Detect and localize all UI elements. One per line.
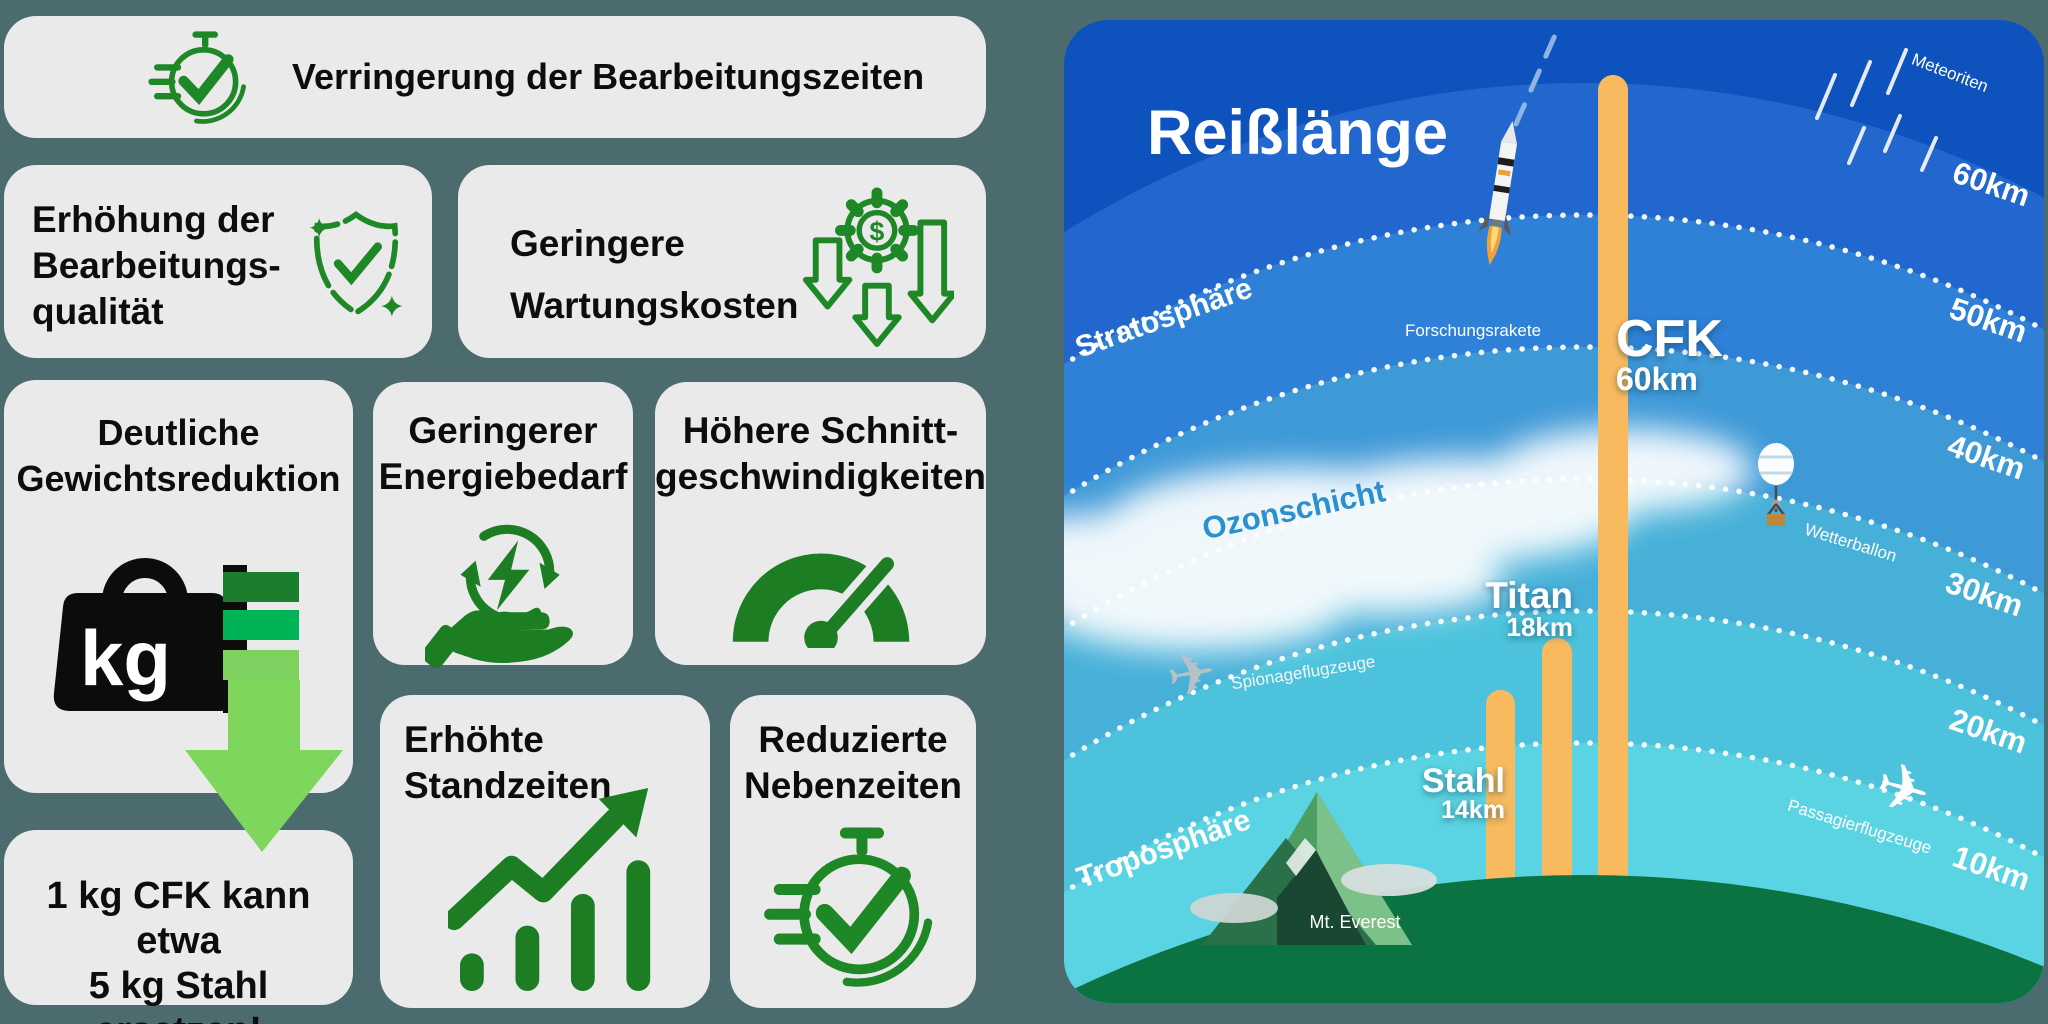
stopwatch-check-icon (730, 823, 976, 994)
rocket-trajectory (1513, 21, 1563, 127)
energy-hand-icon (373, 516, 633, 673)
benefit-card-energy: Geringerer Energiebedarf (373, 382, 633, 669)
weather-balloon-icon (1758, 443, 1794, 526)
kg-weight-reduction-icon: kg (40, 545, 350, 870)
everest-icon (1190, 792, 1437, 945)
benefit-card-cutting-speed: Höhere Schnitt- geschwindigkeiten (655, 382, 986, 665)
benefit-card-fact: 1 kg CFK kann etwa 5 kg Stahl ersetzen! (4, 830, 353, 1024)
benefit-line: Höhere Schnitt- (682, 410, 959, 451)
benefit-line: Nebenzeiten (744, 765, 962, 806)
bar-cfk (1598, 75, 1628, 980)
benefit-line: qualität (32, 291, 164, 332)
growth-chart-icon (443, 783, 686, 996)
stripe-dark (223, 572, 299, 602)
benefit-line: Gewichtsreduktion (16, 458, 341, 499)
speedometer-icon (655, 522, 986, 655)
spy-plane-icon: ✈ (1162, 639, 1221, 711)
stopwatch-check-icon (146, 28, 254, 131)
bar-label-cfk: CFK (1616, 310, 1723, 368)
benefit-label: Verringerung der Bearbeitungszeiten (292, 56, 925, 97)
benefit-card-quality: Erhöhung der Bearbeitungs- qualität (4, 165, 432, 358)
benefit-line: Standzeiten (404, 765, 612, 806)
benefit-line: Geringerer (408, 410, 598, 451)
bag-body (53, 593, 237, 711)
arrow-head (185, 750, 343, 852)
benefit-line: Wartungskosten (510, 285, 799, 326)
bar-labels: CFK 60km Titan 18km Stahl 14km (1422, 310, 1723, 824)
chart-title: Reißlänge (1147, 98, 1448, 168)
benefit-line: Erhöhung der (32, 199, 275, 240)
fact-line: 5 kg Stahl ersetzen! (88, 965, 269, 1024)
fact-line: 1 kg CFK kann etwa (46, 875, 311, 962)
annotation-everest: Mt. Everest (1309, 912, 1400, 932)
kg-label: kg (80, 614, 171, 702)
benefit-line: Bearbeitungs- (32, 245, 281, 286)
gear-dollar-arrows-icon: $ (796, 179, 957, 352)
dollar-glyph: $ (870, 216, 885, 246)
benefit-line: Geringere (510, 223, 685, 264)
benefit-line: Erhöhte (404, 719, 544, 760)
benefit-line: geschwindigkeiten (655, 456, 987, 497)
benefit-card-maintenance: Geringere Wartungskosten $ (458, 165, 986, 358)
meteors-icon (1815, 48, 1938, 172)
shield-check-icon (304, 207, 408, 330)
stripe-mid (223, 610, 299, 640)
bar-value-titan: 18km (1507, 612, 1574, 642)
arrow-shaft (228, 680, 300, 756)
benefit-card-tool-life: Erhöhte Standzeiten (380, 695, 710, 1008)
bar-label-titan: Titan (1485, 575, 1573, 616)
benefit-line: Reduzierte (758, 719, 948, 760)
stripe-light (223, 650, 299, 680)
reisslaenge-chart: Ozonschicht Reißlänge Stratosphäre Tropo… (1064, 20, 2044, 1003)
benefit-line: Deutliche (97, 412, 260, 453)
annotation-rocket: Forschungsrakete (1405, 321, 1541, 340)
bar-label-stahl: Stahl (1422, 762, 1505, 800)
benefit-card-processing-time: Verringerung der Bearbeitungszeiten (4, 16, 986, 138)
bar-value-stahl: 14km (1441, 796, 1505, 824)
bar-value-cfk: 60km (1616, 361, 1698, 397)
benefit-card-idle-time: Reduzierte Nebenzeiten (730, 695, 976, 1008)
benefit-line: Energiebedarf (378, 456, 628, 497)
